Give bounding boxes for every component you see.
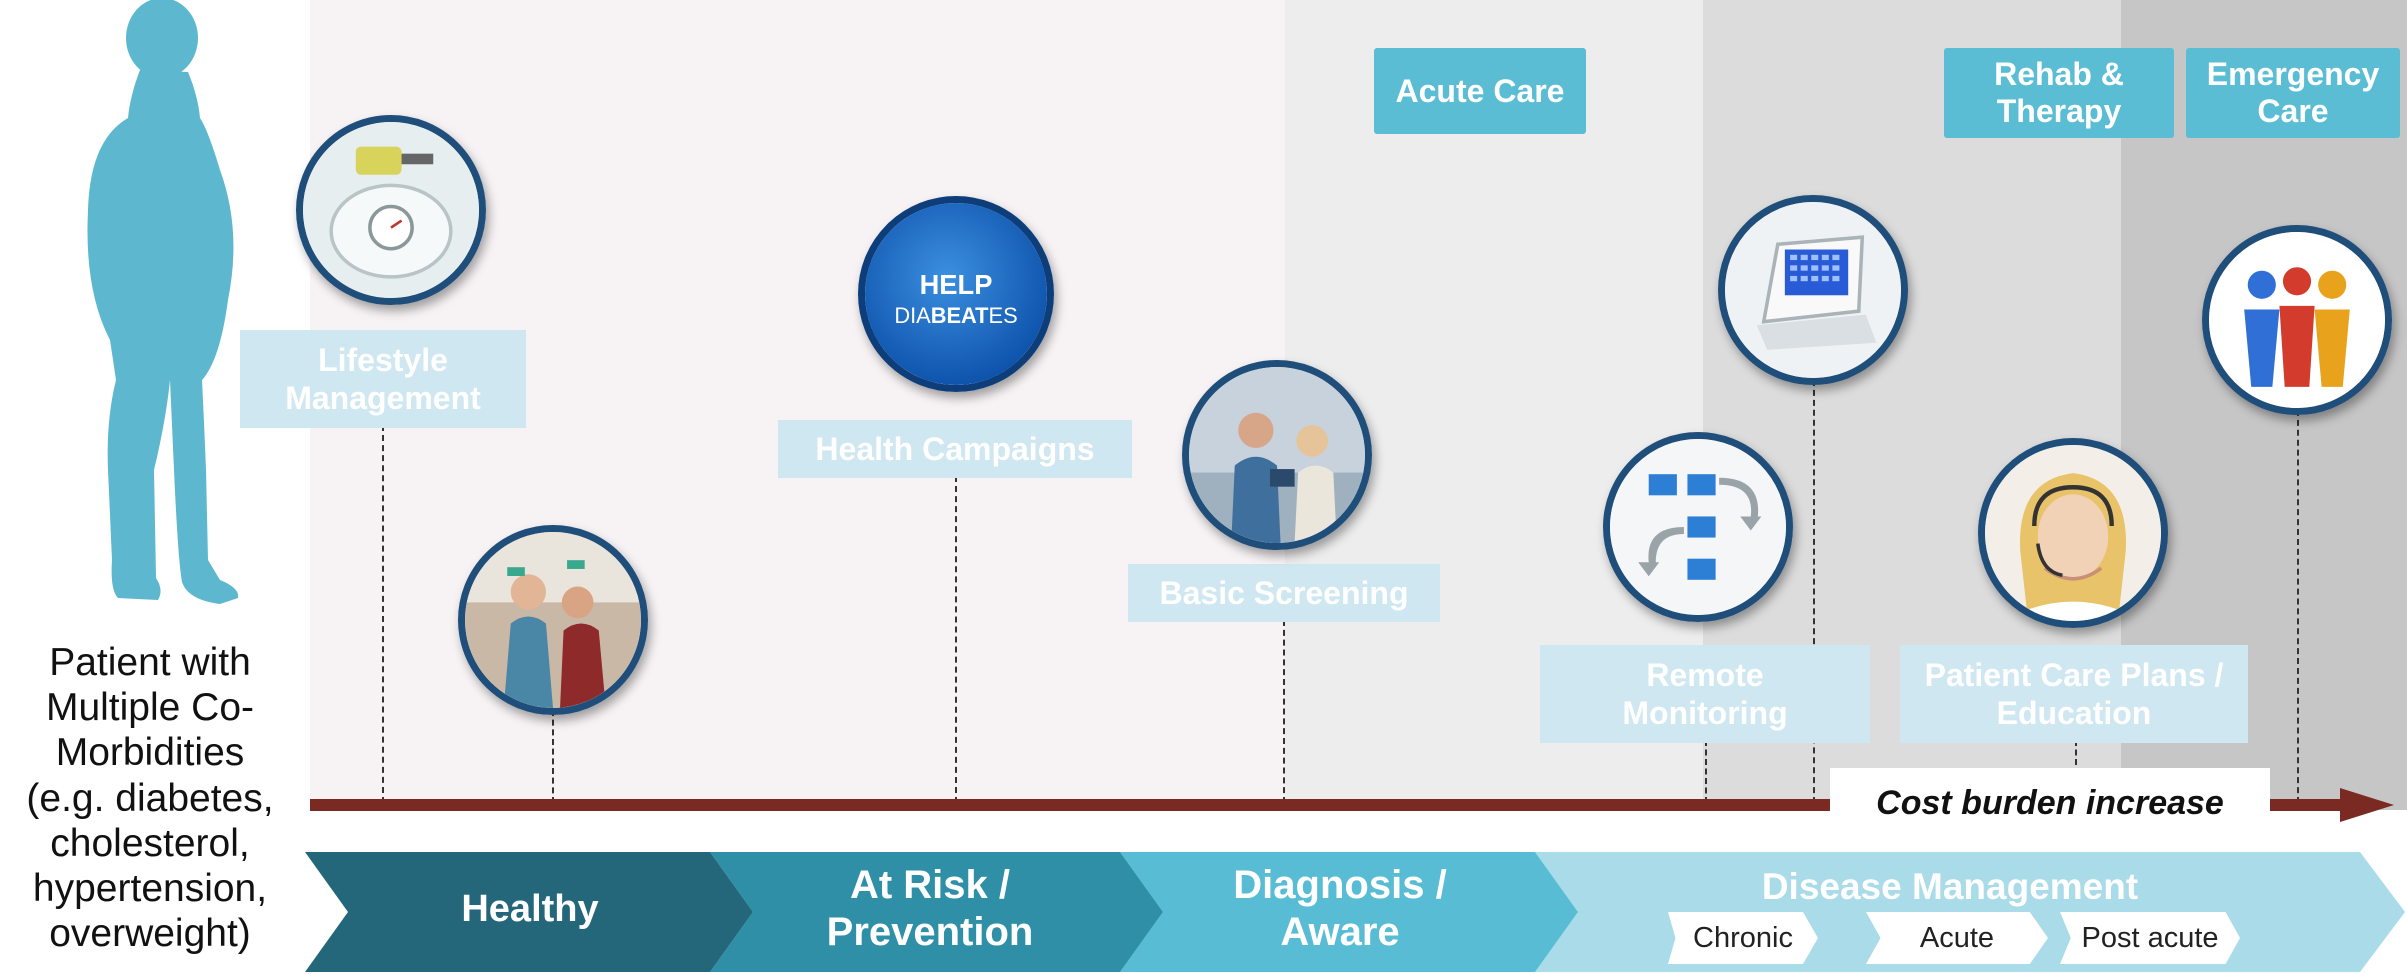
care-plans-label-line: Patient Care Plans / bbox=[1924, 656, 2224, 693]
emergency-care-box: Emergency Care bbox=[2186, 48, 2400, 138]
patient-silhouette-icon bbox=[87, 0, 239, 604]
help-diabeates-logo-icon: HELP DIABEATES bbox=[858, 196, 1054, 392]
sub-stage-post-acute: Post acute bbox=[2060, 912, 2240, 964]
lifestyle-label-line: Management bbox=[285, 380, 481, 416]
stage-healthy-shape bbox=[305, 852, 753, 972]
remote-label-line: Monitoring bbox=[1622, 695, 1788, 731]
stage-diagnosis-shape bbox=[1120, 852, 1578, 972]
weight-scale-icon bbox=[296, 115, 486, 305]
remote-monitoring-label: Remote Monitoring bbox=[1540, 645, 1870, 743]
health-campaigns-text: Health Campaigns bbox=[815, 430, 1095, 467]
screening-photo-icon bbox=[1182, 360, 1372, 550]
stage-disease-management-label: Disease Management bbox=[1640, 866, 2260, 908]
patient-line: Patient with bbox=[49, 641, 251, 684]
stage-diagnosis-label: Diagnosis / Aware bbox=[1190, 862, 1490, 956]
rehab-therapy-box: Rehab & Therapy bbox=[1944, 48, 2174, 138]
svg-text:DIABEATES: DIABEATES bbox=[894, 303, 1017, 328]
monitoring-device-icon bbox=[1718, 195, 1908, 385]
stage-diagnosis-line: Aware bbox=[1280, 910, 1400, 955]
rehab-label-line: Therapy bbox=[1996, 93, 2122, 129]
patient-care-plans-label: Patient Care Plans / Education bbox=[1900, 645, 2248, 743]
basic-screening-text: Basic Screening bbox=[1159, 574, 1409, 611]
stage-diagnosis-line: Diagnosis / bbox=[1233, 863, 1447, 907]
cost-burden-label: Cost burden increase bbox=[1830, 768, 2270, 838]
patient-line: Multiple Co- bbox=[45, 686, 255, 730]
exercise-photo-icon bbox=[458, 525, 648, 715]
care-plans-label-line: Education bbox=[1996, 695, 2152, 731]
sub-stage-acute-text: Acute bbox=[1919, 921, 1995, 954]
stage-at-risk-line: At Risk / bbox=[849, 863, 1011, 907]
pin-lifestyle bbox=[382, 425, 384, 803]
acute-care-label: Acute Care bbox=[1395, 72, 1565, 109]
lifestyle-label-line: Lifestyle bbox=[318, 341, 448, 378]
sub-stage-post-acute-text: Post acute bbox=[2081, 921, 2219, 954]
patient-line: Morbidities bbox=[55, 731, 245, 775]
call-center-agent-icon bbox=[1978, 438, 2168, 628]
remote-label-line: Remote bbox=[1646, 656, 1764, 693]
health-campaigns-label: Health Campaigns bbox=[778, 420, 1132, 478]
lifestyle-management-label: Lifestyle Management bbox=[240, 330, 526, 428]
acute-care-box: Acute Care bbox=[1374, 48, 1586, 134]
workflow-process-icon bbox=[1603, 432, 1793, 622]
patient-line: hypertension, bbox=[32, 867, 268, 911]
patient-description: Patient with Multiple Co- Morbidities (e… bbox=[0, 640, 300, 957]
cost-burden-text: Cost burden increase bbox=[1876, 783, 2224, 822]
sub-stage-chronic-text: Chronic bbox=[1693, 921, 1793, 954]
basic-screening-label: Basic Screening bbox=[1128, 564, 1440, 622]
patient-line: cholesterol, bbox=[50, 821, 250, 865]
help-logo-part: BEAT bbox=[931, 303, 989, 328]
pin-exercise bbox=[552, 710, 554, 803]
help-logo-part: ES bbox=[989, 303, 1018, 328]
emergency-label-line: Emergency bbox=[2206, 56, 2380, 93]
help-logo-part: DIA bbox=[894, 303, 931, 328]
patient-line: (e.g. diabetes, bbox=[26, 776, 274, 820]
stage-healthy-label: Healthy bbox=[420, 888, 640, 931]
pin-health-campaigns bbox=[955, 476, 957, 803]
stage-disease-management-text: Disease Management bbox=[1761, 866, 2139, 907]
team-collaboration-icon bbox=[2202, 225, 2392, 415]
emergency-label-line: Care bbox=[2257, 93, 2329, 129]
stage-at-risk-label: At Risk / Prevention bbox=[780, 862, 1080, 956]
stage-healthy-text: Healthy bbox=[461, 888, 599, 930]
help-logo-word: HELP bbox=[920, 269, 993, 300]
pin-device bbox=[1813, 380, 1815, 803]
patient-line: overweight) bbox=[49, 912, 251, 956]
rehab-label-line: Rehab & bbox=[1994, 56, 2124, 93]
sub-stage-chronic: Chronic bbox=[1668, 912, 1818, 964]
pin-remote-monitoring bbox=[1705, 740, 1707, 803]
pin-basic-screening bbox=[1283, 620, 1285, 803]
pin-emergency bbox=[2297, 400, 2299, 803]
stage-at-risk-line: Prevention bbox=[826, 910, 1034, 955]
sub-stage-acute: Acute bbox=[1866, 912, 2048, 964]
stage-at-risk-shape bbox=[710, 852, 1163, 972]
